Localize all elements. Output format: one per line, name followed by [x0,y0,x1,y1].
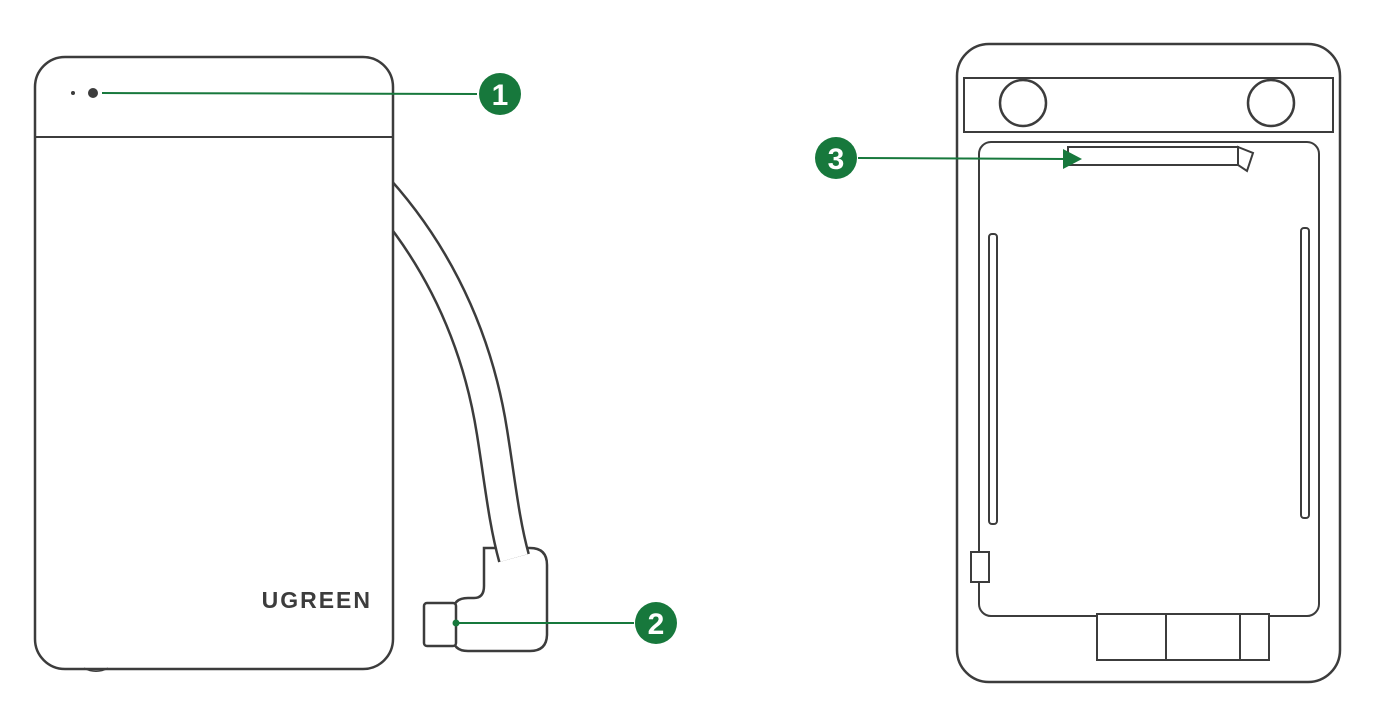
enclosure-bottom-notch [83,667,109,672]
enclosure-body [33,55,395,671]
screw-post-left [998,78,1048,128]
bottom-tab-slot [1096,613,1270,661]
enclosure-back-view [955,42,1342,684]
led-indicator-dot [88,88,98,98]
internal-connector-end-tab [1237,145,1255,173]
usb-plug-tip [422,601,458,648]
usb-connector-body [451,546,549,653]
callout-3-line [857,157,1069,160]
internal-connector-bar [1067,146,1239,166]
callout-3-marker [815,137,857,179]
callout-3: 3 [815,137,1082,179]
led-indicator-small-dot [71,91,75,95]
callout-3-pointer [1063,149,1082,169]
enclosure-front-view: UGREEN [33,55,549,672]
usb-cable-fill [340,149,528,562]
mounting-rail-left [988,233,998,525]
brand-label: UGREEN [262,587,372,613]
screw-post-right [1246,78,1296,128]
callout-1-marker [479,73,521,115]
callout-2: 2 [452,602,677,644]
callout-2-number: 2 [648,608,665,641]
callout-3-number: 3 [828,143,845,176]
callout-1-number: 1 [492,79,509,112]
callout-1-line [101,92,478,95]
tray-side-notch [970,551,990,583]
callout-1: 1 [101,73,521,115]
enclosure-back-shell [955,42,1342,684]
callout-2-marker [635,602,677,644]
mounting-rail-right [1300,227,1310,519]
